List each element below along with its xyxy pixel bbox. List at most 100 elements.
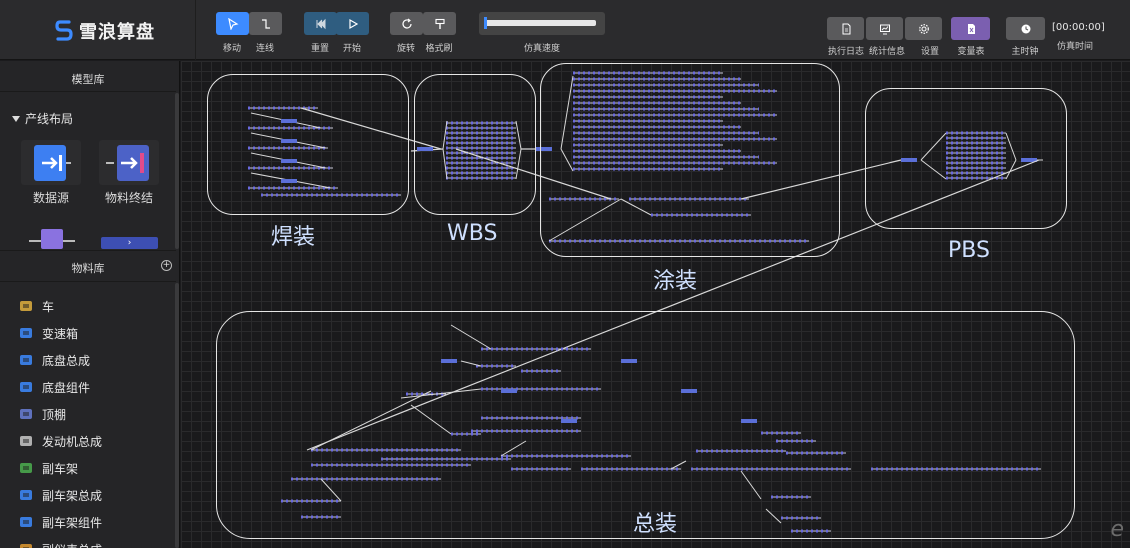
station-node[interactable] (901, 158, 917, 162)
rotate-label: 旋转 (396, 44, 415, 54)
material-item[interactable]: 底盘总成 (18, 351, 90, 369)
station-node[interactable] (536, 147, 552, 151)
simulation-time-label: 仿真时间 (1056, 42, 1093, 52)
subframe-icon (18, 461, 33, 476)
stats-icon (879, 24, 890, 34)
station-node[interactable] (1021, 158, 1037, 162)
divider (0, 281, 176, 282)
divider (0, 250, 176, 251)
station-node[interactable] (621, 359, 637, 363)
station-node[interactable] (681, 389, 697, 393)
zone-label-painting: 涂装 (653, 269, 698, 294)
material-item[interactable]: 顶棚 (18, 405, 66, 423)
process-icon (29, 229, 75, 249)
material-item-label: 发动机总成 (42, 434, 103, 449)
zone-label-final-assembly: 总装 (633, 512, 678, 537)
clock-icon (1021, 24, 1030, 33)
format-brush-icon (434, 18, 445, 29)
connection-line (320, 478, 342, 502)
settings-button[interactable] (905, 17, 942, 40)
material-library-scrollbar[interactable] (175, 283, 179, 548)
chassis-assembly-icon (18, 353, 33, 368)
station-node[interactable] (741, 419, 757, 423)
station-node[interactable] (281, 119, 297, 123)
material-item[interactable]: 副车架组件 (18, 513, 102, 531)
connection-line (670, 460, 687, 470)
variable-table-icon (967, 23, 975, 34)
format-brush-label: 格式刷 (425, 44, 453, 54)
station-node[interactable] (501, 389, 517, 393)
add-material-button[interactable]: + (161, 260, 172, 271)
chassis-component-icon (18, 380, 33, 395)
simulation-speed-slider[interactable] (479, 12, 605, 35)
model-card-next[interactable]: › (101, 237, 158, 249)
statistics-button[interactable] (866, 17, 903, 40)
connection-line (920, 159, 947, 180)
station-node[interactable] (281, 179, 297, 183)
watermark-logo: e (1110, 517, 1124, 542)
zone-label-welding: 焊装 (271, 225, 316, 250)
divider (0, 91, 176, 92)
simulation-canvas[interactable]: 焊装 WBS 涂装 PBS 总装 e (181, 61, 1130, 548)
connection-line (740, 470, 762, 500)
model-card-process[interactable] (21, 223, 81, 249)
zone-wbs[interactable] (414, 74, 536, 215)
sink-icon (106, 144, 149, 181)
material-item-label: 副车架组件 (42, 515, 103, 530)
station-node[interactable] (417, 147, 433, 151)
statistics-label: 统计信息 (868, 47, 905, 57)
section-production-layout[interactable]: 产线布局 (12, 110, 73, 127)
roof-icon (18, 407, 33, 422)
zone-painting[interactable] (540, 63, 840, 257)
material-item-label: 副车架总成 (42, 488, 103, 503)
speed-slider-handle[interactable] (484, 17, 487, 29)
plus-icon: + (162, 260, 171, 270)
zone-welding[interactable] (207, 74, 409, 215)
material-item[interactable]: 副仪表总成 (18, 540, 102, 548)
material-library-title: 物料库 (71, 262, 105, 275)
simulation-time-value: [00:00:00] (1052, 22, 1105, 33)
material-item-label: 变速箱 (42, 326, 79, 341)
pointer-icon (227, 17, 239, 30)
material-item[interactable]: 副车架 (18, 459, 78, 477)
connection-line (620, 198, 652, 216)
main-clock-button[interactable] (1006, 17, 1045, 40)
dashboard-icon (18, 542, 33, 548)
model-library-scrollbar[interactable] (175, 93, 179, 249)
material-item[interactable]: 变速箱 (18, 324, 78, 342)
material-item-label: 底盘总成 (42, 353, 91, 368)
execution-log-label: 执行日志 (827, 47, 864, 57)
zone-label-pbs: PBS (948, 238, 990, 263)
connection-line (740, 159, 902, 200)
station-node[interactable] (281, 139, 297, 143)
rotate-button[interactable] (390, 12, 423, 35)
material-item[interactable]: 副车架总成 (18, 486, 102, 504)
connection-line (455, 148, 612, 200)
start-button[interactable] (336, 12, 369, 35)
material-item[interactable]: 车 (18, 297, 54, 315)
settings-icon (918, 23, 929, 34)
model-library-title: 模型库 (71, 73, 105, 86)
material-item[interactable]: 底盘组件 (18, 378, 90, 396)
connect-button[interactable] (249, 12, 282, 35)
model-card-source[interactable] (21, 140, 81, 185)
zone-pbs[interactable] (865, 88, 1067, 229)
connection-line (1005, 132, 1017, 161)
subframe-assembly-icon (18, 488, 33, 503)
connection-line (765, 508, 782, 524)
station-node[interactable] (561, 419, 577, 423)
station-node[interactable] (281, 159, 297, 163)
format-brush-button[interactable] (423, 12, 456, 35)
material-item[interactable]: 发动机总成 (18, 432, 102, 450)
move-button[interactable] (216, 12, 249, 35)
execution-log-button[interactable] (827, 17, 864, 40)
model-card-sink[interactable] (99, 140, 159, 185)
reset-button[interactable] (304, 12, 337, 35)
variable-table-button[interactable] (951, 17, 990, 40)
connection-line (450, 324, 492, 350)
station-node[interactable] (441, 359, 457, 363)
material-item-label: 车 (42, 299, 55, 314)
zone-final-assembly[interactable] (216, 311, 1075, 539)
connection-line (460, 360, 482, 367)
